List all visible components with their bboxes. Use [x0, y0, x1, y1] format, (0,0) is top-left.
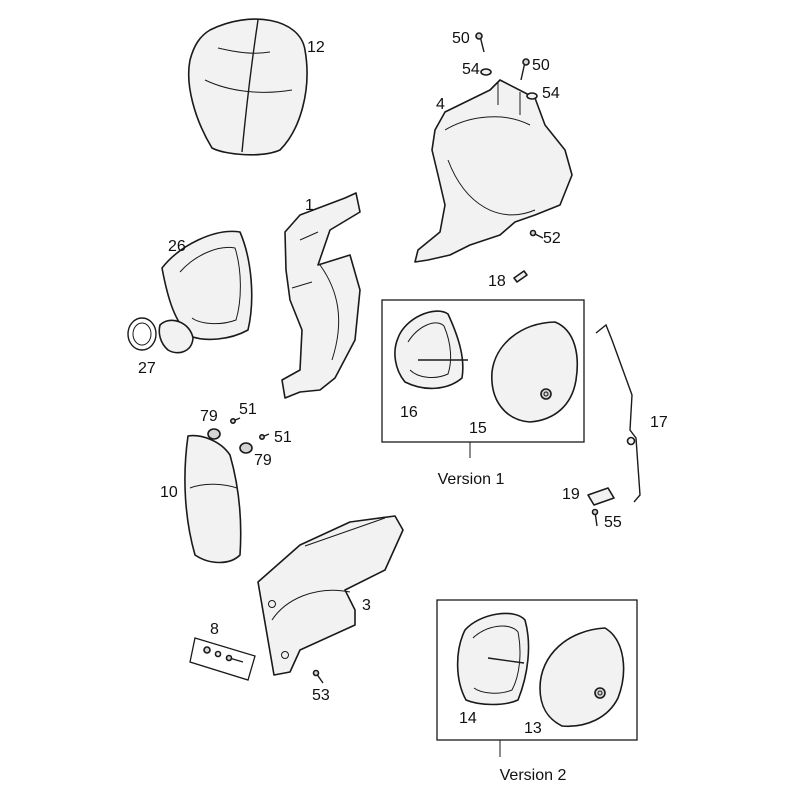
- version-2-group: Version 2: [436, 599, 638, 784]
- callout-55: 55: [604, 514, 622, 531]
- part-26-intake-boot: [158, 230, 253, 354]
- version-1-label: Version 1: [438, 471, 505, 488]
- callout-19: 19: [562, 486, 580, 503]
- callout-16: 16: [400, 404, 418, 421]
- callout-51a: 51: [239, 401, 257, 418]
- part-17-bracket-rod: [595, 323, 641, 503]
- part-53-screw: [312, 669, 324, 684]
- part-10-side-panel: [184, 434, 242, 564]
- callout-27: 27: [138, 360, 156, 377]
- part-27-hose-clamp: [127, 317, 157, 351]
- part-19-bracket: [587, 487, 615, 506]
- part-8-fastener-kit: [189, 637, 256, 681]
- callout-18: 18: [488, 273, 506, 290]
- part-50-54-screws: [475, 32, 538, 100]
- part-14-filter-cage: [456, 612, 530, 706]
- callout-52: 52: [543, 230, 561, 247]
- callout-51b: 51: [274, 429, 292, 446]
- callout-10: 10: [160, 484, 178, 501]
- part-3-side-cover: [257, 515, 404, 676]
- version-2-label: Version 2: [500, 767, 567, 784]
- part-16-filter-cage: [394, 310, 468, 390]
- callout-17: 17: [650, 414, 668, 431]
- callout-15: 15: [469, 420, 487, 437]
- callout-54b: 54: [542, 85, 560, 102]
- part-18-pin: [513, 270, 528, 283]
- part-55-screw: [591, 508, 599, 527]
- callout-12: 12: [307, 39, 325, 56]
- callout-8: 8: [210, 621, 219, 638]
- callout-50a: 50: [452, 30, 470, 47]
- callout-79a: 79: [200, 408, 218, 425]
- part-13-air-filter: [539, 627, 625, 728]
- part-15-air-filter: [491, 321, 579, 423]
- callout-13: 13: [524, 720, 542, 737]
- callout-14: 14: [459, 710, 477, 727]
- callout-50b: 50: [532, 57, 550, 74]
- callout-4: 4: [436, 96, 445, 113]
- part-12-filter-cover: [187, 18, 308, 156]
- callout-26: 26: [168, 238, 186, 255]
- part-1-airbox-frame: [281, 192, 361, 399]
- part-52-screw: [529, 229, 544, 239]
- version-1-group: Version 1: [381, 299, 585, 488]
- callout-54a: 54: [462, 61, 480, 78]
- callout-79b: 79: [254, 452, 272, 469]
- part-4-airbox-housing: [414, 79, 573, 263]
- part-79-51-fasteners: [207, 417, 270, 454]
- callout-53: 53: [312, 687, 330, 704]
- callout-1: 1: [305, 197, 314, 214]
- callout-3: 3: [362, 597, 371, 614]
